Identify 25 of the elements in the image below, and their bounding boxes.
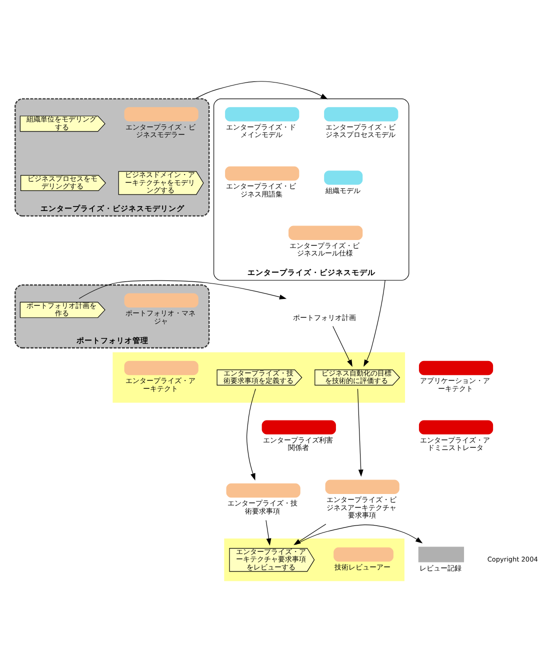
node-box <box>225 166 300 180</box>
node-box <box>418 360 494 375</box>
arrow <box>294 523 326 545</box>
arrow <box>266 519 272 546</box>
node-box <box>324 106 398 121</box>
node-box <box>262 420 336 434</box>
arrow <box>246 388 256 480</box>
node-box <box>418 546 464 562</box>
node-box <box>124 292 198 308</box>
arrow <box>357 388 364 476</box>
arrow <box>194 80 328 99</box>
node-box <box>418 420 494 434</box>
node-box <box>324 170 363 184</box>
node-box <box>325 479 400 494</box>
node-box <box>288 225 363 240</box>
arrow <box>364 279 386 366</box>
arrow <box>295 524 423 544</box>
node-box <box>124 360 198 375</box>
cluster <box>112 352 406 402</box>
node-box <box>226 482 300 498</box>
arrow <box>78 280 287 299</box>
node-box <box>124 106 198 121</box>
arrow <box>332 325 352 366</box>
node-box <box>225 106 300 121</box>
node-box <box>334 546 394 562</box>
